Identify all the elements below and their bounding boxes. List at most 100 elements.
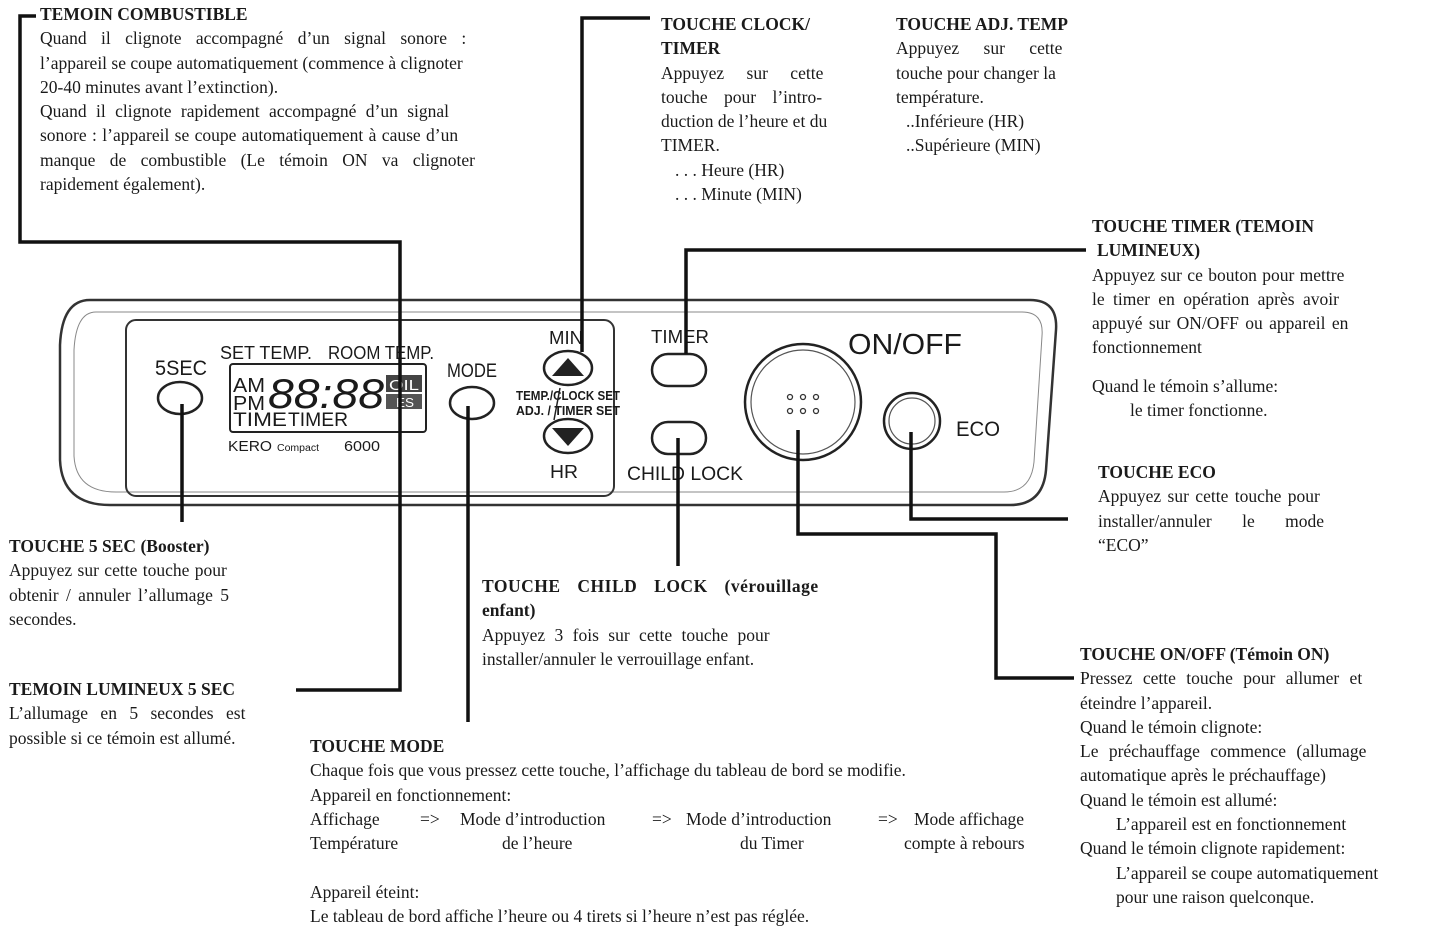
block-line: installer/annuler le verrouillage enfant… <box>482 648 755 669</box>
block-line: 20-40 minutes avant l’extinction). <box>40 76 279 97</box>
oil-indicator: OIL <box>389 377 419 394</box>
button-timer[interactable] <box>650 352 708 388</box>
leader-timer <box>684 248 1086 354</box>
block-subline: L’appareil se coupe automatiquement <box>1116 862 1379 883</box>
timer-indicator: TIMER <box>288 410 348 431</box>
block-line: rapidement également). <box>40 174 206 195</box>
block-line: fonctionnement <box>1092 337 1202 358</box>
block-line: automatique après le préchauffage) <box>1080 765 1327 786</box>
block-line: Appareil éteint: <box>310 881 420 902</box>
block-title: TOUCHE ADJ. TEMP <box>896 14 1068 34</box>
lcd-digits: 88:88 <box>268 370 385 417</box>
leader-clock-timer <box>580 16 650 352</box>
brand-label: KERO <box>228 438 272 455</box>
set-temp-label: SET TEMP. <box>220 343 312 363</box>
time-indicator: TIME <box>233 410 287 431</box>
block-line: Quand il clignote accompagné d’un signal… <box>40 28 467 49</box>
lcd-display <box>229 363 427 433</box>
leader-onoff <box>796 430 1074 680</box>
block-line: Appuyez sur cette <box>896 38 1063 59</box>
block-line: Le préchauffage commence (allumage <box>1080 741 1367 762</box>
block-line: Appuyez 3 fois sur cette touche pour <box>482 624 770 645</box>
block-line: touche pour l’intro- <box>661 86 823 107</box>
block-line: Appareil en fonctionnement: <box>310 784 512 805</box>
block-line: Appuyez sur cette <box>661 62 824 83</box>
block-subline: ..Supérieure (MIN) <box>906 135 1041 156</box>
mode-arrow: => <box>420 808 440 829</box>
button-onoff[interactable] <box>743 342 863 462</box>
block-title: TOUCHE CHILD LOCK (vérouillage <box>482 576 819 596</box>
mode-step-sub: du Timer <box>740 832 804 853</box>
leader-lines <box>18 14 1086 722</box>
block-line: Quand le témoin clignote rapidement: <box>1080 838 1346 859</box>
block-subline: ..Inférieure (HR) <box>906 111 1025 132</box>
leader-combustible <box>18 14 402 692</box>
block-line: obtenir / annuler l’allumage 5 <box>9 584 229 605</box>
arrow-down-icon <box>552 428 584 446</box>
block-note: le timer fonctionne. <box>1130 400 1268 421</box>
min-label: MIN <box>549 328 583 348</box>
block-title: TOUCHE ON/OFF (Témoin ON) <box>1080 644 1330 664</box>
block-line: duction de l’heure et du <box>661 111 828 132</box>
block-title: enfant) <box>482 600 536 621</box>
pm-indicator: PM <box>233 393 265 415</box>
block-touche-clock-timer: TOUCHE CLOCK/ TIMER Appuyez sur cette to… <box>661 12 871 206</box>
block-line: Le tableau de bord affiche l’heure ou 4 … <box>310 906 810 927</box>
mode-step-sub: de l’heure <box>502 832 573 853</box>
block-line: éteindre l’appareil. <box>1080 692 1213 713</box>
block-title: TOUCHE MODE <box>310 736 445 756</box>
block-line: Pressez cette touche pour allumer et <box>1080 668 1363 689</box>
block-subline: . . . Heure (HR) <box>675 159 785 180</box>
block-line: Chaque fois que vous pressez cette touch… <box>310 760 906 781</box>
block-touche-onoff: TOUCHE ON/OFF (Témoin ON) Pressez cette … <box>1080 642 1436 909</box>
block-line: secondes. <box>9 608 77 629</box>
block-title: LUMINEUX) <box>1097 240 1201 261</box>
block-line: Appuyez sur cette touche pour <box>1098 486 1320 507</box>
room-temp-label: ROOM TEMP. <box>328 343 434 363</box>
block-note: Quand le témoin s’allume: <box>1092 375 1279 396</box>
block-line: le timer en opération après avoir <box>1092 288 1339 309</box>
block-line: température. <box>896 86 984 107</box>
mode-arrow: => <box>878 808 898 829</box>
block-title: TIMER <box>661 38 721 59</box>
mode-step: Mode d’introduction <box>686 808 832 829</box>
brand-small-label: Compact <box>277 443 319 454</box>
block-touche-mode: TOUCHE MODE Chaque fois que vous pressez… <box>310 734 1058 928</box>
button-5sec[interactable] <box>156 380 204 416</box>
block-line: installer/annuler le mode <box>1098 510 1324 531</box>
leader-eco <box>909 432 1068 521</box>
onoff-label: ON/OFF <box>848 329 962 361</box>
block-temoin-combustible: TEMOIN COMBUSTIBLE Quand il clignote acc… <box>40 2 556 196</box>
timer-label: TIMER <box>651 327 709 347</box>
btn-5sec-label: 5SEC <box>155 357 207 380</box>
block-line: possible si ce témoin est allumé. <box>9 727 236 748</box>
model-label: 6000 <box>344 438 380 455</box>
block-title: TEMOIN COMBUSTIBLE <box>40 4 248 24</box>
display-panel-frame <box>125 319 615 497</box>
mode-step: Mode affichage <box>914 808 1024 829</box>
mode-arrow: => <box>652 808 672 829</box>
block-touche-child-lock: TOUCHE CHILD LOCK (vérouillage enfant) A… <box>482 574 862 671</box>
block-subline: pour une raison quelconque. <box>1116 886 1315 907</box>
block-line: TIMER. <box>661 135 720 156</box>
block-temoin-lumineux-5sec: TEMOIN LUMINEUX 5 SEC L’allumage en 5 se… <box>9 677 291 750</box>
block-line: Appuyez sur ce bouton pour mettre <box>1092 264 1345 285</box>
child-lock-label: CHILD LOCK <box>627 464 743 485</box>
block-touche-timer: TOUCHE TIMER (TEMOIN LUMINEUX) Appuyez s… <box>1092 214 1412 422</box>
block-touche-adj-temp: TOUCHE ADJ. TEMP Appuyez sur cette touch… <box>896 12 1110 158</box>
block-touche-eco: TOUCHE ECO Appuyez sur cette touche pour… <box>1098 460 1378 557</box>
button-mode[interactable] <box>448 385 496 421</box>
block-subline: L’appareil est en fonctionnement <box>1116 814 1347 835</box>
mode-step-sub: Température <box>310 832 399 853</box>
block-title: TOUCHE TIMER (TEMOIN <box>1092 216 1315 236</box>
block-line: touche pour changer la <box>896 62 1056 83</box>
am-indicator: AM <box>233 375 265 397</box>
block-title: TOUCHE 5 SEC (Booster) <box>9 536 210 556</box>
block-line: appuyé sur ON/OFF ou appareil en <box>1092 313 1349 334</box>
mode-step-sub: compte à rebours <box>904 832 1025 853</box>
mode-step: Affichage <box>310 808 380 829</box>
block-line: Quand il clignote rapidement accompagné … <box>40 101 450 122</box>
adj-timer-set-label: ADJ. / TIMER SET <box>516 403 620 418</box>
block-line: Appuyez sur cette touche pour <box>9 560 227 581</box>
